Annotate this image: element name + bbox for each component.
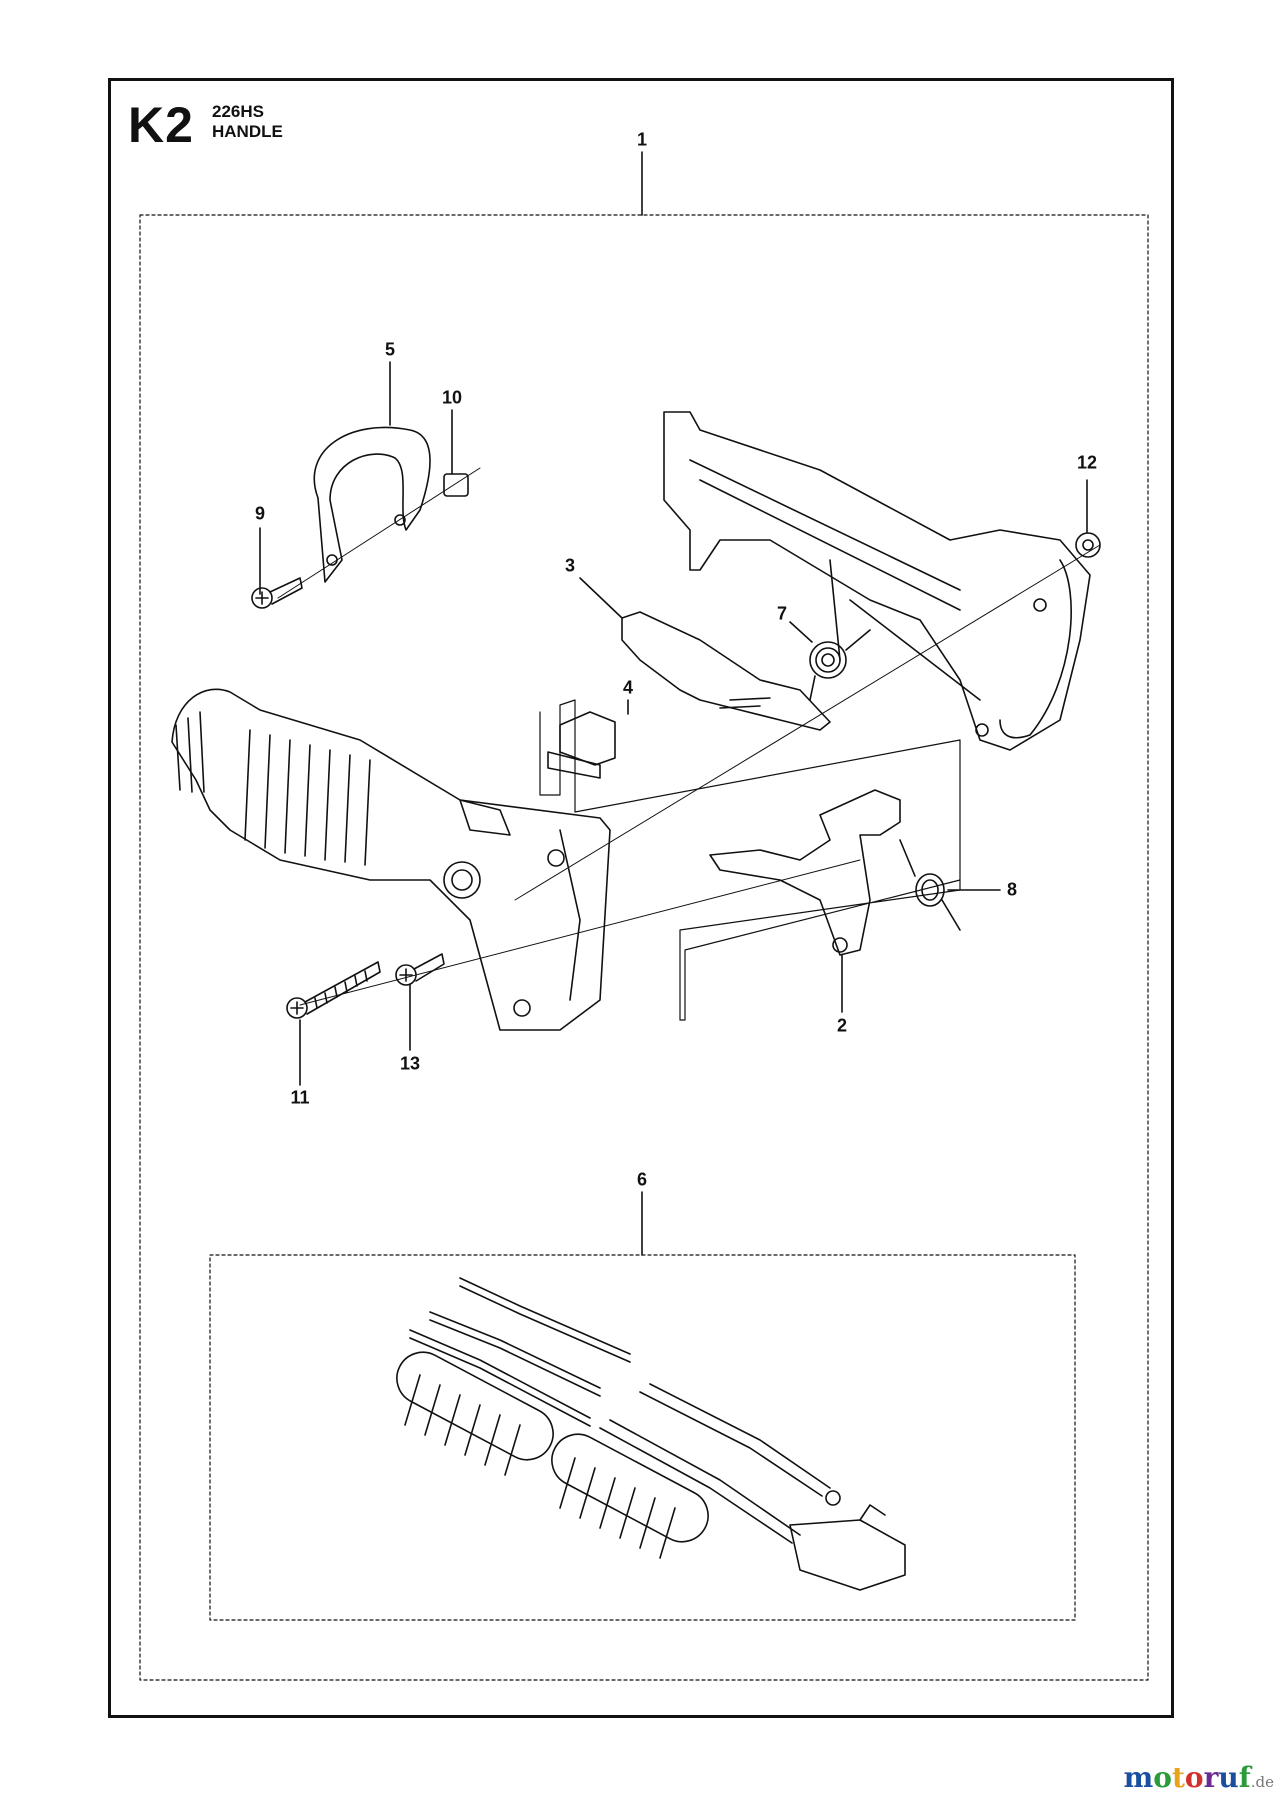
grip-sleeve-right <box>551 1433 709 1559</box>
watermark-letter: o <box>1184 1761 1204 1794</box>
part-label-7: 7 <box>776 603 788 624</box>
axis-main <box>514 544 1101 901</box>
part-label-11: 11 <box>290 1087 310 1108</box>
part-label-6: 6 <box>636 1169 648 1190</box>
spring-part-8 <box>899 839 961 931</box>
assembly-1-box <box>139 214 1149 1681</box>
watermark-letter: u <box>1218 1761 1239 1794</box>
section-code: K2 <box>128 97 194 153</box>
spring-part-7 <box>809 629 871 701</box>
trigger-part-2 <box>709 789 901 956</box>
watermark-letter: m <box>1123 1761 1154 1794</box>
watermark-letter: r <box>1203 1761 1219 1794</box>
block-part-4 <box>547 711 616 779</box>
leader-3 <box>579 577 623 619</box>
part-label-3: 3 <box>564 555 576 576</box>
handle-housing <box>663 411 1091 751</box>
leader-7 <box>789 621 813 643</box>
watermark-letter: f <box>1238 1761 1251 1794</box>
part-label-5: 5 <box>384 339 396 360</box>
watermark-tld: .de <box>1250 1773 1274 1791</box>
nut-part-12 <box>1075 532 1101 558</box>
part-label-1: 1 <box>636 129 648 150</box>
lever-part-3 <box>621 611 831 731</box>
grip-handle <box>171 688 611 1031</box>
part-label-9: 9 <box>254 503 266 524</box>
step-outline <box>539 699 961 1021</box>
part-label-10: 10 <box>441 387 463 408</box>
watermark: motoruf.de <box>1124 1761 1274 1794</box>
grip-sleeve-left <box>396 1351 554 1476</box>
screw-part-9 <box>251 577 303 609</box>
screw-part-13 <box>395 953 445 986</box>
part-label-13: 13 <box>399 1053 421 1074</box>
diagram-title: HANDLE <box>212 122 283 141</box>
watermark-letter: o <box>1153 1761 1172 1794</box>
part-label-12: 12 <box>1076 452 1098 473</box>
part-label-2: 2 <box>836 1015 848 1036</box>
cable-kit-part-6 <box>396 1277 906 1591</box>
watermark-brand: motoruf <box>1124 1761 1251 1794</box>
part-label-4: 4 <box>622 677 634 698</box>
axis-screw-9 <box>277 467 481 599</box>
model-number: 226HS <box>212 102 264 121</box>
axis-lower <box>299 859 861 1006</box>
rod-part <box>719 697 771 709</box>
drawing-frame <box>108 78 1174 1718</box>
watermark-letter: t <box>1171 1761 1185 1794</box>
square-nut-part-10 <box>443 473 469 497</box>
clamp-part-5 <box>313 426 431 583</box>
screw-part-11 <box>286 961 381 1019</box>
part-label-8: 8 <box>1006 879 1018 900</box>
